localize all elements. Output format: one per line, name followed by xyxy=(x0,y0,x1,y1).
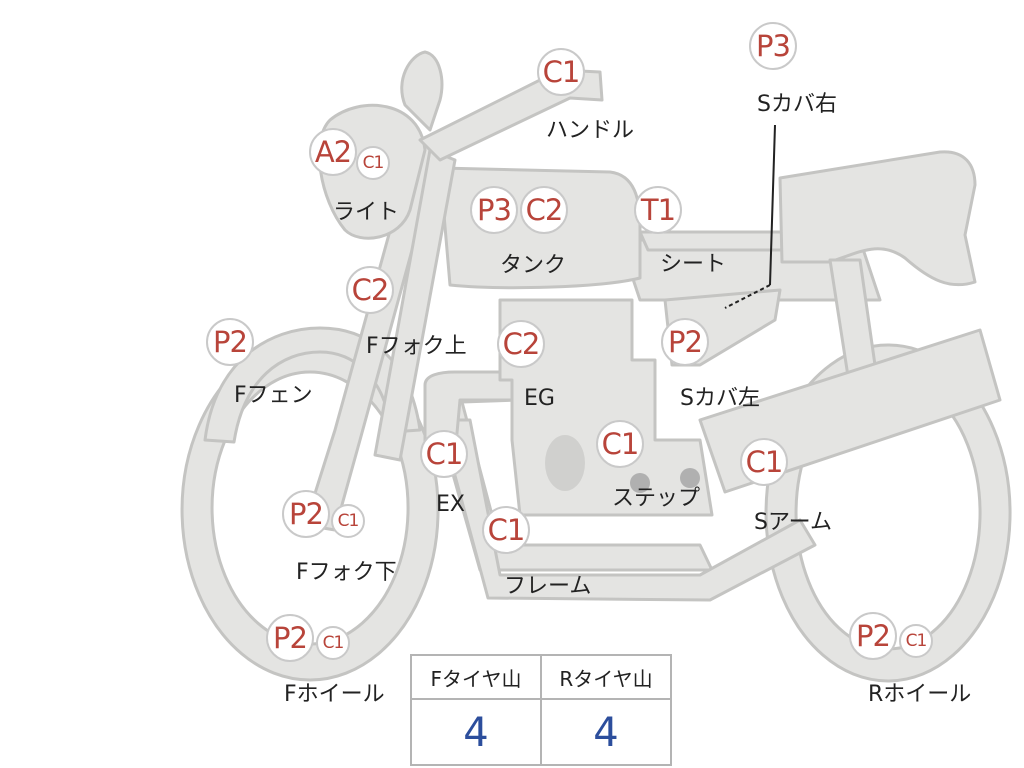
front-wheel-badge-2: C1 xyxy=(316,626,350,660)
rear-wheel-badge-2: C1 xyxy=(899,624,933,658)
tank-badge-1: P3 xyxy=(470,186,518,234)
fork-upper-label: Fフォク上 xyxy=(366,334,467,359)
side-cover-right-label: Sカバ右 xyxy=(757,92,837,117)
fork-lower-label: Fフォク下 xyxy=(296,560,397,585)
seat-label: シート xyxy=(660,252,727,277)
side-cover-right-leader-dash xyxy=(724,284,771,309)
step-label: ステップ xyxy=(612,486,701,511)
light-label: ライト xyxy=(333,200,400,225)
front-tire-header: Fタイヤ山 xyxy=(412,656,542,700)
rear-tire-header: Rタイヤ山 xyxy=(542,656,670,700)
step-badge-1: C1 xyxy=(596,420,644,468)
frame-label: フレーム xyxy=(504,574,592,599)
tank-badge-2: C2 xyxy=(520,186,568,234)
fork-lower-badge-2: C1 xyxy=(331,504,365,538)
front-tire-value: 4 xyxy=(412,700,542,766)
fork-upper-badge-1: C2 xyxy=(346,266,394,314)
engine-badge-1: C2 xyxy=(497,320,545,368)
seat-cowl-shape xyxy=(778,150,977,287)
footpeg-left xyxy=(630,473,650,493)
engine-cover-dot xyxy=(545,435,585,491)
exhaust-label: EX xyxy=(436,492,465,517)
light-badge-1: A2 xyxy=(309,128,357,176)
front-fender-badge-1: P2 xyxy=(206,318,254,366)
frame-badge-1: C1 xyxy=(482,506,530,554)
side-cover-left-label: Sカバ左 xyxy=(680,386,760,411)
tire-tread-table: Fタイヤ山 Rタイヤ山 4 4 xyxy=(410,654,672,766)
side-cover-left-badge-1: P2 xyxy=(661,318,709,366)
fork-lower-badge-1: P2 xyxy=(282,490,330,538)
exhaust-badge-1: C1 xyxy=(420,430,468,478)
seat-badge-1: T1 xyxy=(634,186,682,234)
swing-arm-label: Sアーム xyxy=(754,510,832,535)
swing-arm-badge-1: C1 xyxy=(740,438,788,486)
frame-bottom-shape xyxy=(438,418,817,602)
footpeg-right xyxy=(680,468,700,488)
mirror-shape xyxy=(400,50,444,132)
tank-label: タンク xyxy=(500,253,567,278)
side-cover-right-leader xyxy=(769,124,776,286)
front-fender-label: Fフェン xyxy=(234,383,313,408)
rear-wheel-badge-1: P2 xyxy=(849,612,897,660)
side-cover-right-badge-1: P3 xyxy=(749,22,797,70)
handle-label: ハンドル xyxy=(546,118,635,143)
front-wheel-label: Fホイール xyxy=(284,682,385,707)
light-badge-2: C1 xyxy=(356,146,390,180)
front-wheel-badge-1: P2 xyxy=(266,614,314,662)
rear-wheel-label: Rホイール xyxy=(868,682,972,707)
handle-badge-1: C1 xyxy=(537,48,585,96)
rear-tire-value: 4 xyxy=(593,710,619,756)
engine-label: EG xyxy=(524,386,555,411)
